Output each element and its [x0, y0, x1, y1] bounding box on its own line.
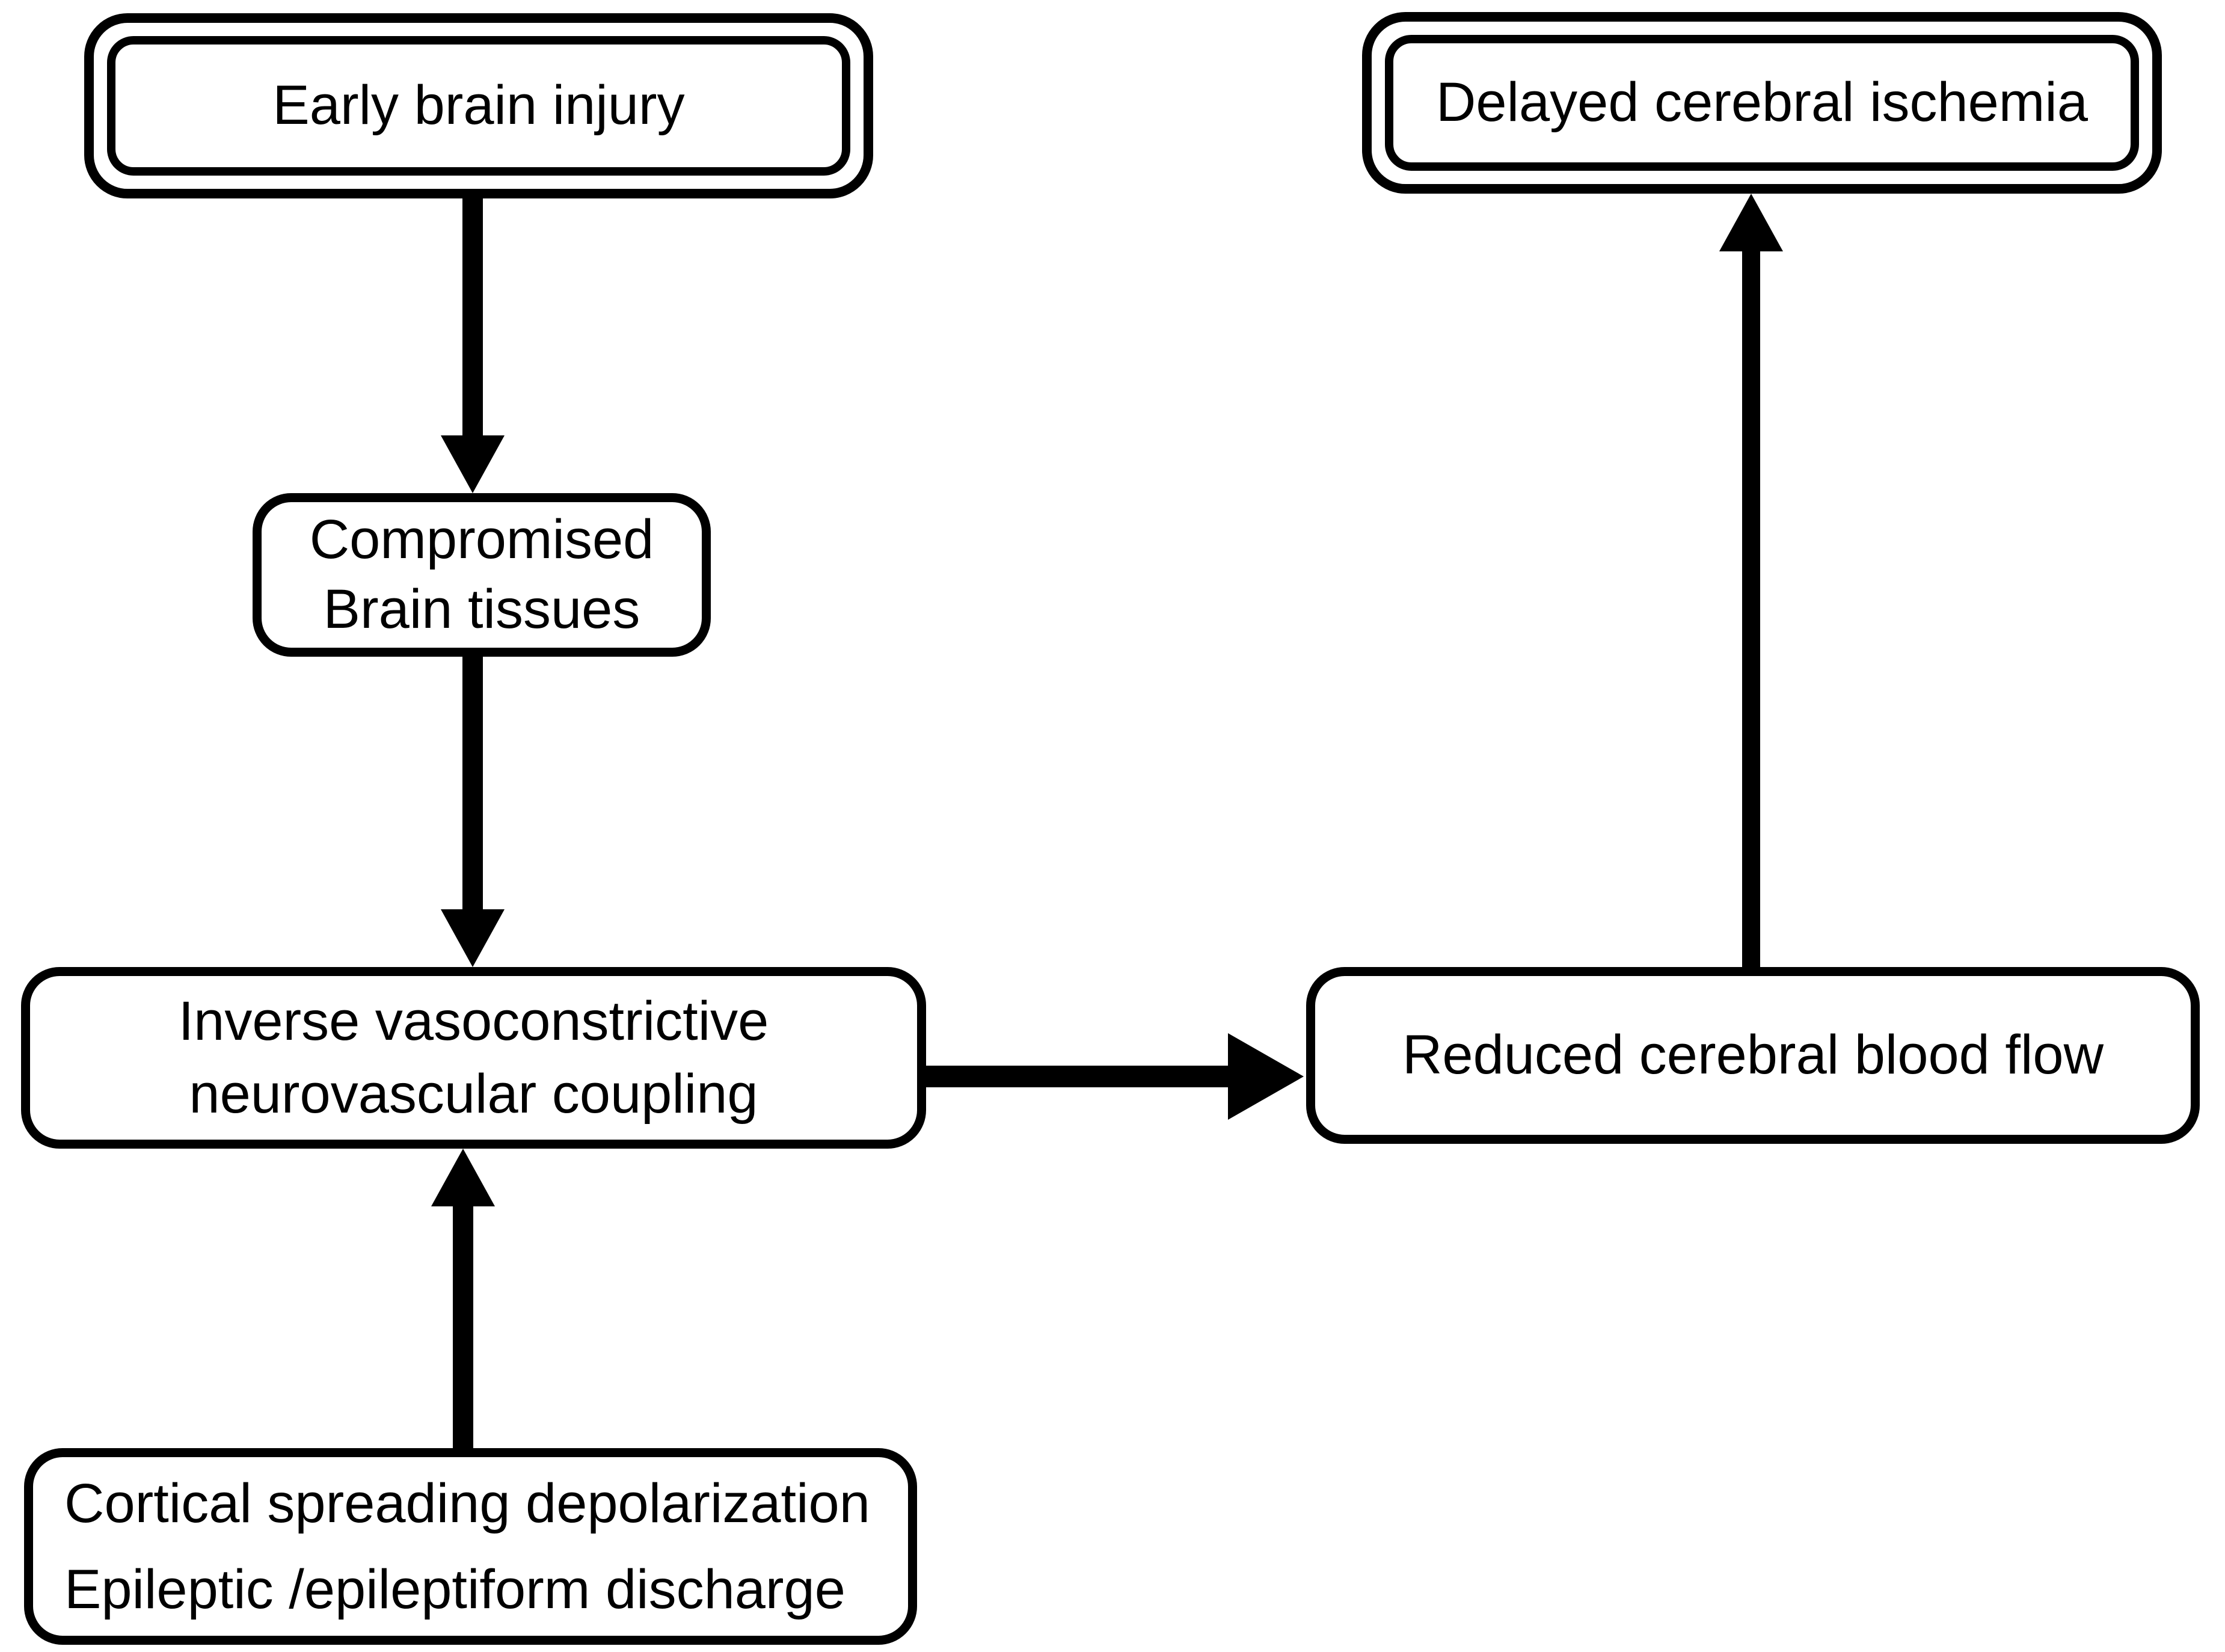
node-early-brain-injury-inner-border: Early brain injury [107, 36, 850, 176]
arrow-shaft [1742, 249, 1760, 967]
node-cortical-spreading-depolarization: Cortical spreading depolarization Epilep… [24, 1448, 917, 1645]
arrow-shaft [462, 198, 483, 437]
arrow-head-down-icon [441, 435, 505, 493]
node-delayed-cerebral-ischemia-inner-border: Delayed cerebral ischemia [1385, 35, 2139, 171]
arrow-shaft [462, 657, 483, 910]
node-compromised-brain-tissues-label: Compromised Brain tissues [309, 509, 654, 640]
node-inverse-coupling: Inverse vasoconstrictive neurovascular c… [21, 967, 926, 1149]
node-delayed-cerebral-ischemia-label: Delayed cerebral ischemia [1435, 72, 2088, 134]
arrow-shaft [453, 1204, 473, 1448]
node-early-brain-injury: Early brain injury [84, 13, 873, 198]
node-reduced-cerebral-blood-flow-label: Reduced cerebral blood flow [1402, 1024, 2104, 1086]
node-reduced-cerebral-blood-flow: Reduced cerebral blood flow [1306, 967, 2200, 1144]
arrow-head-up-icon [431, 1149, 495, 1206]
node-cortical-spreading-depolarization-label: Cortical spreading depolarization Epilep… [64, 1472, 870, 1620]
arrow-head-up-icon [1719, 194, 1783, 251]
node-delayed-cerebral-ischemia: Delayed cerebral ischemia [1362, 12, 2162, 194]
node-compromised-brain-tissues: Compromised Brain tissues [253, 493, 711, 657]
node-early-brain-injury-label: Early brain injury [272, 75, 685, 137]
node-inverse-coupling-label: Inverse vasoconstrictive neurovascular c… [178, 990, 769, 1125]
arrow-head-right-icon [1228, 1033, 1304, 1120]
arrow-shaft [926, 1066, 1233, 1087]
arrow-head-down-icon [441, 909, 505, 967]
